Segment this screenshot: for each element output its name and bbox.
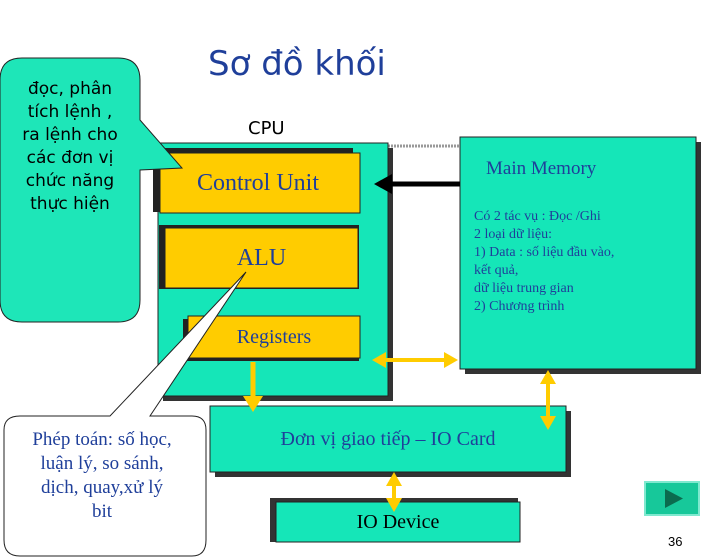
alu-label: ALU	[236, 244, 287, 271]
callout-bottom-text: Phép toán: số học, luận lý, so sánh, dịc…	[12, 428, 192, 524]
io-card-device-arrowhead-down	[386, 498, 402, 512]
callout-top-line: chức năng	[25, 171, 115, 191]
page-number: 36	[668, 534, 683, 549]
callout-top-line: các đơn vị	[26, 148, 114, 168]
control-unit-label: Control Unit	[196, 169, 319, 196]
callout-top-line: tích lệnh ,	[27, 102, 113, 122]
io-device-box	[275, 501, 521, 543]
registers-box	[187, 315, 361, 359]
callout-bottom-line: Phép toán: số học,	[32, 429, 172, 450]
io-card-label: Đơn vị giao tiếp – IO Card	[280, 427, 496, 450]
alu-box	[164, 227, 359, 289]
main-memory-line: 1) Data : số liệu đầu vào,	[474, 245, 615, 260]
play-triangle-icon	[665, 489, 683, 508]
slide-title: Sơ đồ khối	[208, 44, 386, 84]
callout-top-line: đọc, phân	[27, 79, 113, 99]
main-memory-line: dữ liệu trung gian	[474, 281, 574, 296]
callout-top-text: đọc, phân tích lệnh , ra lệnh cho các đơ…	[6, 78, 134, 216]
memory-io-arrowhead-down	[540, 416, 556, 430]
control-unit-box	[159, 152, 361, 214]
memory-io-arrowhead-up	[540, 370, 556, 384]
next-slide-button[interactable]	[644, 481, 700, 516]
callout-bottom-line: dịch, quay,xử lý	[41, 477, 163, 498]
cpu-to-io-arrowhead	[243, 396, 263, 412]
main-memory-line: kết quả,	[474, 263, 519, 278]
io-card-box	[209, 405, 567, 473]
callout-top-line: thực hiện	[30, 194, 110, 214]
main-memory-line: Có 2 tác vụ : Đọc /Ghi	[474, 209, 601, 224]
io-device-label: IO Device	[356, 510, 440, 533]
callout-top-line: ra lệnh cho	[22, 125, 118, 145]
main-memory-title: Main Memory	[486, 158, 597, 179]
callout-bottom-line: luận lý, so sánh,	[40, 453, 164, 474]
callout-bottom-line: bit	[91, 501, 113, 522]
memory-box	[459, 136, 697, 370]
cpu-label: CPU	[248, 118, 285, 139]
callout-top-shape	[0, 57, 184, 323]
main-memory-description: Có 2 tác vụ : Đọc /Ghi 2 loại dữ liệu: 1…	[474, 208, 689, 316]
registers-label: Registers	[236, 325, 312, 348]
main-memory-line: 2 loại dữ liệu:	[474, 227, 552, 242]
callout-bottom-shape	[3, 271, 247, 557]
memory-to-control-arrowhead	[374, 174, 392, 194]
registers-memory-arrowhead-left	[372, 352, 386, 368]
io-card-device-arrowhead-up	[386, 472, 402, 486]
registers-memory-arrowhead-right	[444, 352, 458, 368]
main-memory-line: 2) Chương trình	[474, 299, 565, 314]
